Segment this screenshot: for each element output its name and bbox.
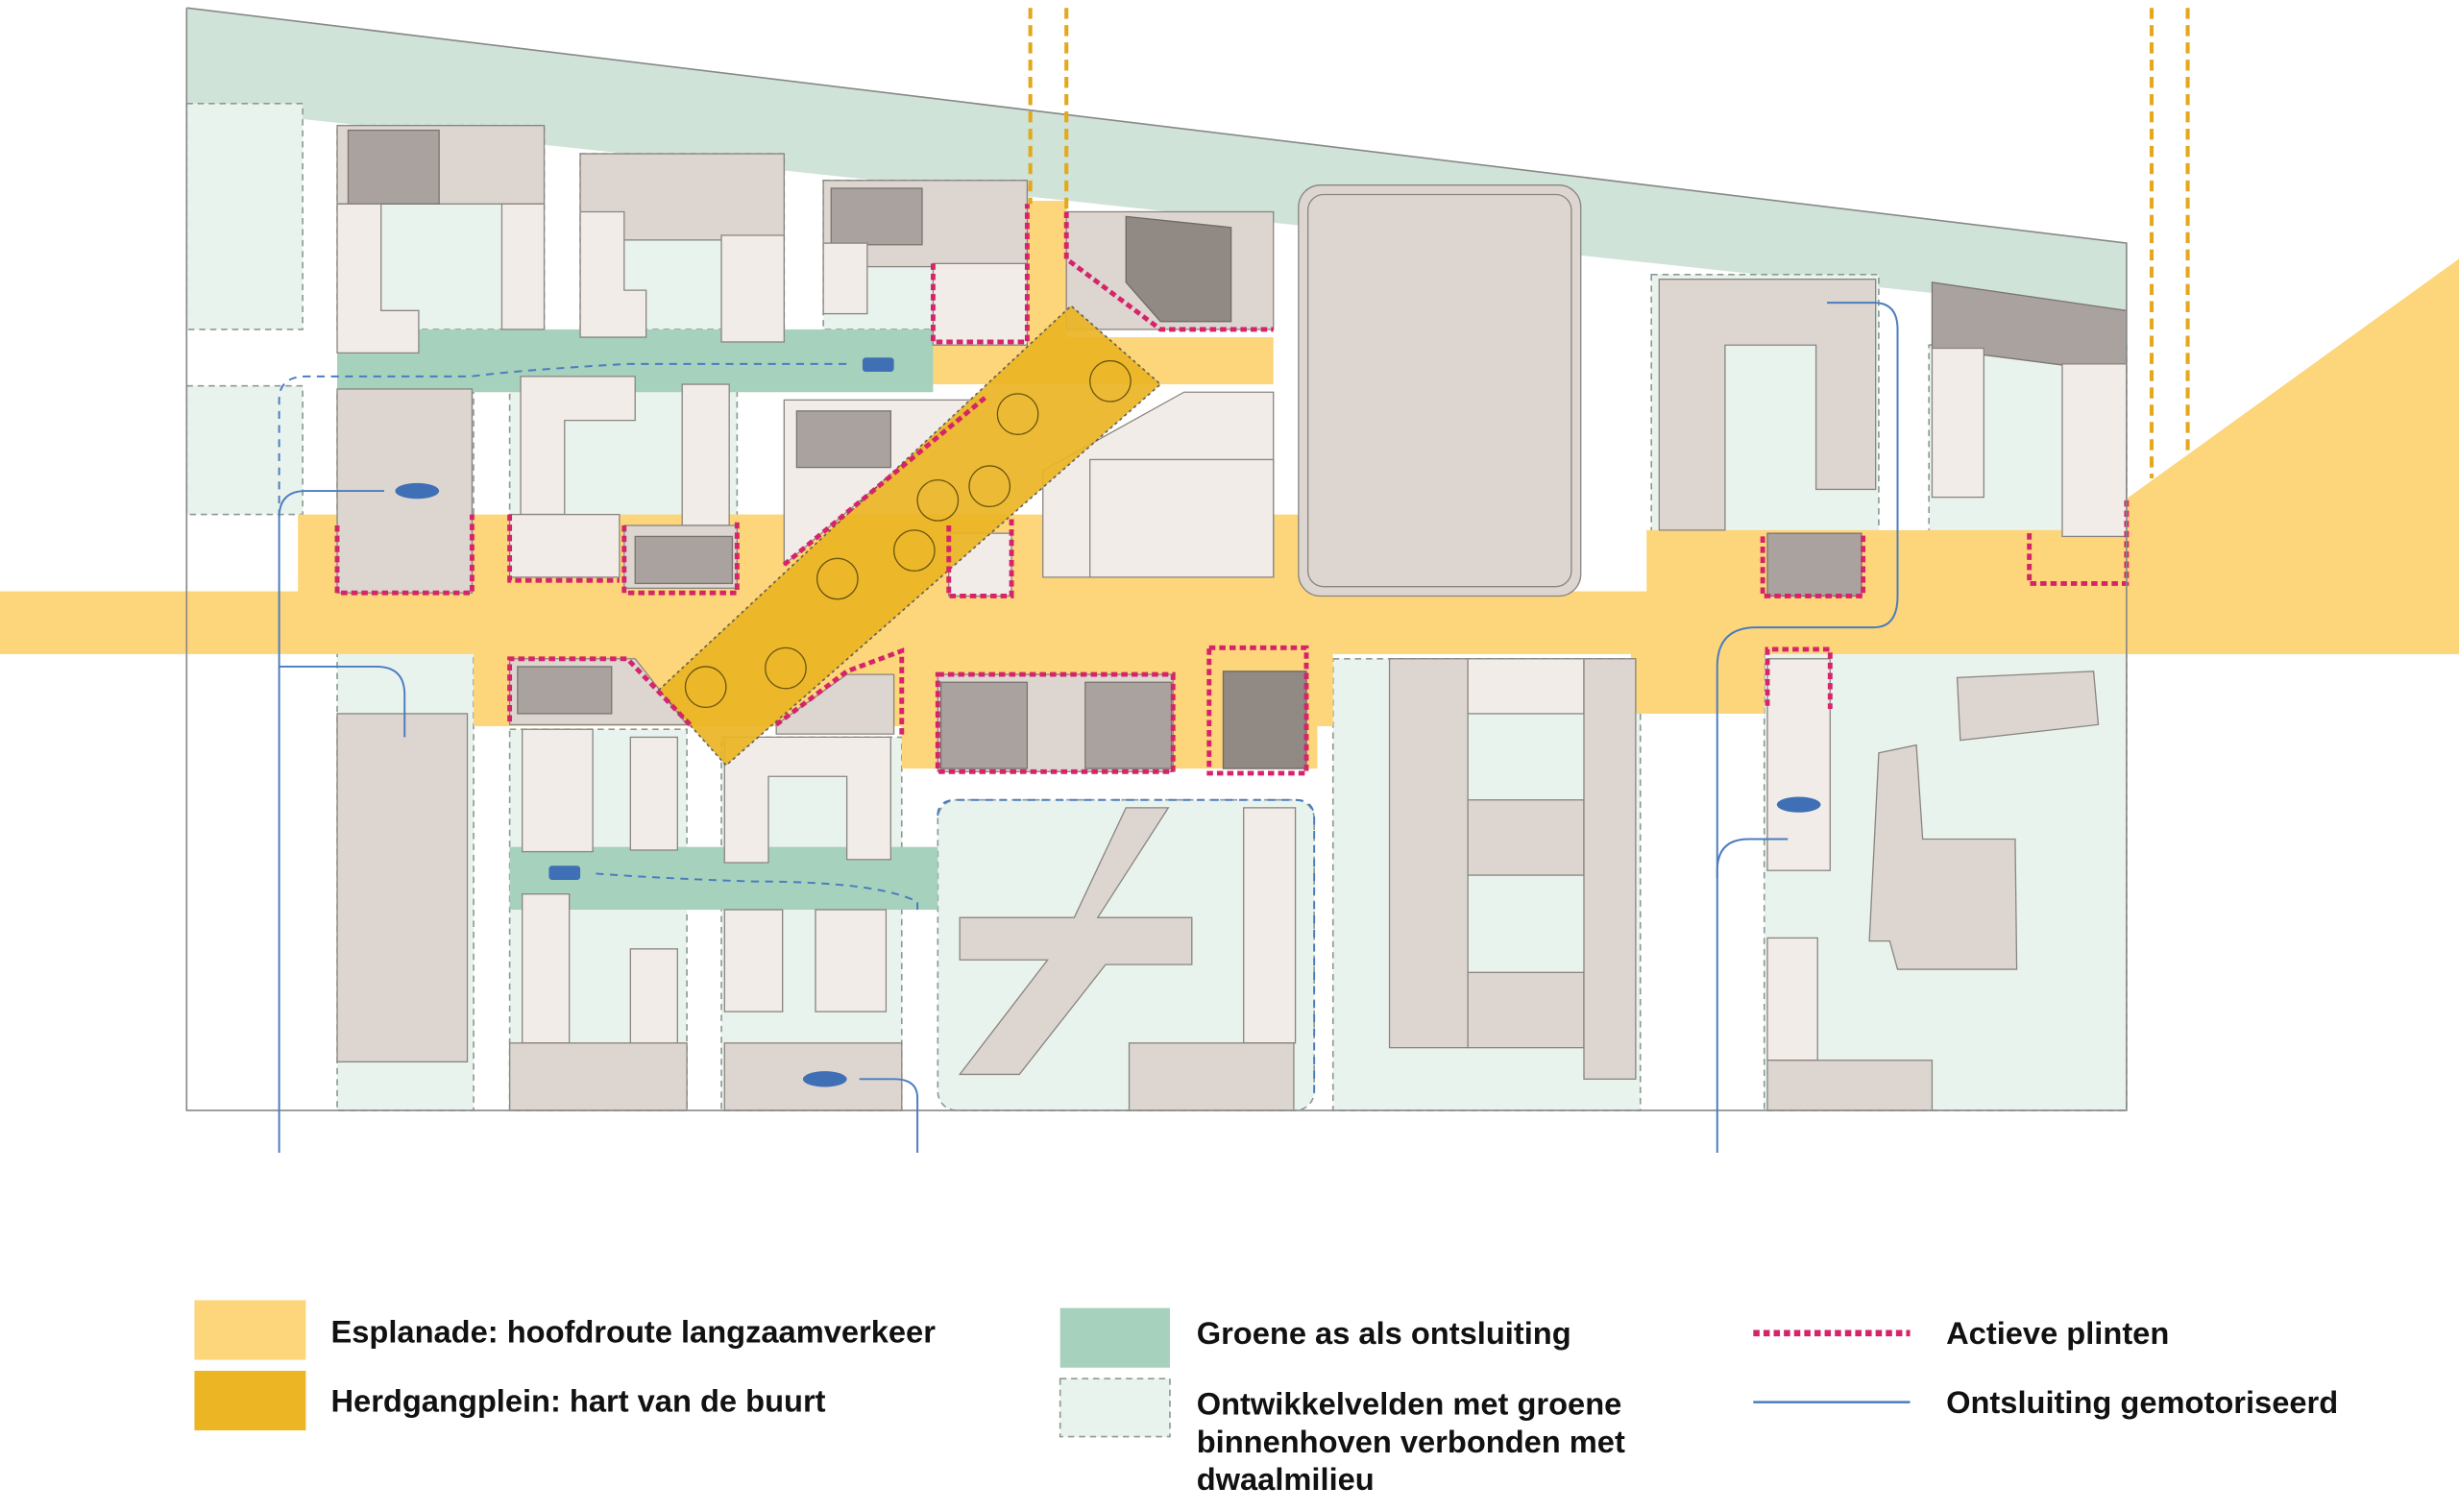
car-icon xyxy=(1776,796,1821,813)
legend-label-ontwikkelvelden-line2: binnenhoven verbonden met xyxy=(1197,1424,1625,1459)
truck-icon xyxy=(548,866,581,880)
legend-label-ontwikkelvelden-line3: dwaalmilieu xyxy=(1197,1461,1375,1497)
buildings xyxy=(336,125,2128,1111)
ontsluiting-gemotoriseerd xyxy=(278,302,1899,1154)
legend-swatch-ontwikkelvelden xyxy=(1059,1378,1171,1438)
plan-boundary xyxy=(185,7,2128,1111)
legend-label-herdgangplein: Herdgangplein: hart van de buurt xyxy=(330,1382,825,1418)
car-icon xyxy=(802,1071,847,1087)
yellow-links xyxy=(1028,8,2190,479)
legend: Esplanade: hoofdroute langzaamverkeer He… xyxy=(194,1300,2338,1497)
legend-label-ontwikkelvelden-line1: Ontwikkelvelden met groene xyxy=(1197,1386,1622,1422)
legend-label-actieve-plinten: Actieve plinten xyxy=(1946,1315,2169,1351)
legend-label-groene-as: Groene as als ontsluiting xyxy=(1197,1315,1571,1351)
site-map xyxy=(0,7,2459,1154)
legend-swatch-esplanade xyxy=(194,1300,306,1360)
legend-label-esplanade: Esplanade: hoofdroute langzaamverkeer xyxy=(330,1314,936,1350)
vehicle-icons xyxy=(395,357,1821,1087)
herdgangplein xyxy=(657,305,1162,767)
legend-label-ontsluiting: Ontsluiting gemotoriseerd xyxy=(1946,1384,2338,1420)
northern-green-band xyxy=(186,8,2127,314)
car-icon xyxy=(395,482,440,500)
legend-swatch-groene-as xyxy=(1059,1307,1170,1368)
truck-icon xyxy=(862,357,894,372)
legend-swatch-herdgangplein xyxy=(194,1371,306,1431)
